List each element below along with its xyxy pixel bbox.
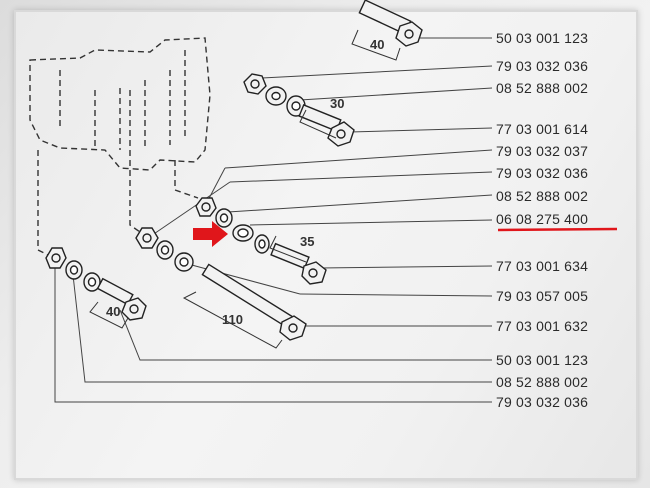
nut-3: [135, 227, 159, 249]
nut-4: [45, 247, 67, 269]
highlight-underline: [497, 227, 618, 232]
nut-2: [195, 197, 217, 217]
part-number: 79 03 032 036: [496, 165, 589, 181]
dim-label-top: 40: [370, 37, 385, 52]
part-number: 08 52 888 002: [496, 374, 589, 390]
block-outline: [29, 37, 211, 171]
part-number: 50 03 001 123: [496, 352, 589, 368]
dim-label-upper: 30: [330, 96, 345, 111]
bolt-long: [201, 263, 307, 341]
bolt-middle: [270, 242, 327, 285]
part-number-highlighted: 06 08 275 400: [496, 211, 589, 227]
dim-label-bottom: 40: [106, 304, 121, 319]
part-number: 79 03 032 036: [496, 394, 589, 410]
bolt-bottom: [96, 277, 147, 321]
leader-lines: [54, 37, 493, 403]
part-number: 79 03 032 036: [496, 58, 589, 74]
spacer-highlighted: [232, 224, 254, 242]
part-number: 77 03 001 634: [496, 258, 589, 274]
dim-label-long: 110: [222, 312, 243, 327]
part-number: 08 52 888 002: [496, 188, 589, 204]
part-number: 77 03 001 632: [496, 318, 589, 334]
part-number: 77 03 001 614: [496, 121, 589, 137]
bolt-top: [358, 0, 423, 47]
part-number: 79 03 032 037: [496, 143, 589, 159]
part-number: 50 03 001 123: [496, 30, 589, 46]
part-number: 08 52 888 002: [496, 80, 589, 96]
bolt-upper: [298, 104, 355, 147]
dim-label-middle: 35: [300, 234, 315, 249]
dimension-lines: [89, 29, 401, 349]
part-number: 79 03 057 005: [496, 288, 589, 304]
red-arrow: [193, 221, 228, 247]
nut-1: [243, 73, 267, 95]
